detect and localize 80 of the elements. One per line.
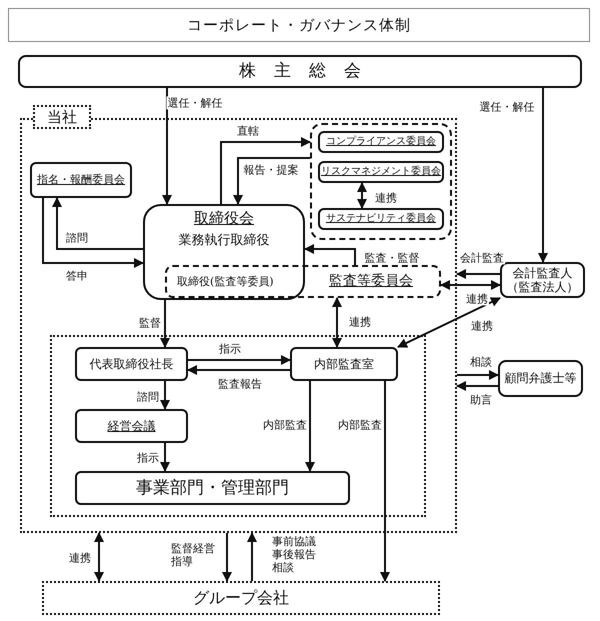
edge-label: 選任・解任 (166, 96, 224, 110)
arrow (162, 88, 172, 205)
edge-label: 選任・解任 (478, 100, 536, 114)
arrow (222, 533, 232, 582)
process-box (500, 262, 585, 298)
arrow (457, 370, 499, 380)
node-text: 事業部門・管理部門 (136, 478, 289, 498)
arrow (160, 381, 170, 410)
arrow (233, 157, 310, 205)
committee-box (318, 161, 444, 183)
committee-box (318, 208, 444, 230)
arrow (94, 532, 104, 582)
node-title: 取締役会 (194, 209, 254, 227)
process-box (75, 347, 188, 381)
diagram-title: コーポレート・ガバナンス体制 (8, 8, 590, 42)
node-text: サステナビリティ委員会 (326, 213, 436, 225)
process-box (290, 347, 398, 381)
arrow (456, 269, 500, 279)
edge-label: 直轄 (236, 124, 260, 138)
node-text: グループ会社 (193, 588, 289, 608)
edge-label: 答申 (65, 269, 89, 283)
arrow (188, 355, 291, 365)
arrow (305, 381, 315, 472)
node-text: 顧問弁護士等 (504, 371, 576, 386)
edge-label: 報告・提案 (242, 163, 300, 177)
node-title: 取締役(監査等委員) (177, 274, 274, 288)
node-text: 経営会議 (108, 418, 156, 434)
committee-box (30, 162, 132, 198)
edge-label: 内部監査 (337, 418, 383, 432)
edge-label: 会計監査 (459, 251, 505, 265)
edge-label: 諮問 (136, 390, 160, 404)
audit-committee-box (165, 265, 441, 298)
arrow (187, 365, 290, 375)
meeting-box (18, 55, 582, 88)
arrow (440, 280, 501, 290)
arrow (160, 300, 170, 348)
arrow (304, 244, 356, 265)
edge-label: 連携 (374, 191, 398, 205)
node-text: コンプライアンス委員会 (326, 136, 436, 148)
edge-label: 連携 (465, 292, 489, 306)
process-box (75, 409, 188, 443)
executive-area (50, 335, 426, 517)
edge-label: 監査・監督 (364, 251, 420, 265)
node-text: 会計監査人（監査法人） (506, 266, 578, 294)
committee-group (310, 123, 452, 240)
arrow (538, 88, 548, 263)
edge-label: 内部監査 (262, 418, 308, 432)
edge-label: 監査報告 (217, 377, 263, 391)
edge-label: 諮問 (65, 231, 89, 245)
process-box (75, 471, 350, 505)
arrow (42, 198, 144, 268)
edge-label: 指示 (218, 342, 242, 356)
node-text: 代表取締役社長 (90, 356, 174, 372)
node-text: 業務執行取締役 (178, 233, 270, 249)
committee-box (318, 131, 444, 153)
arrow (247, 532, 257, 581)
node-text: 内部監査室 (314, 356, 374, 372)
arrow (332, 297, 342, 348)
arrow (357, 182, 367, 209)
process-box (498, 360, 583, 397)
arrow (52, 197, 143, 250)
arrow (160, 443, 170, 472)
node-text: 指名・報酬委員会 (37, 173, 125, 187)
edge-label: 監督 (138, 316, 162, 330)
node-text: 監査等委員会 (329, 273, 413, 290)
node-text: 株主総会 (239, 61, 379, 82)
group-company-box (42, 581, 440, 615)
edge-label: 助言 (469, 393, 493, 407)
edge-label: 相談 (469, 355, 493, 369)
edge-label: 連携 (348, 315, 372, 329)
arrow (220, 137, 311, 204)
edge-label: 連携 (470, 319, 494, 333)
arrow (397, 297, 501, 348)
board-box (143, 204, 305, 300)
edge-label: 指示 (136, 451, 160, 465)
arrow (456, 381, 498, 391)
arrow (380, 381, 390, 582)
edge-label: 連携 (68, 551, 92, 565)
node-text: リスクマネジメント委員会 (321, 166, 441, 178)
section-label: 当社 (33, 105, 91, 129)
